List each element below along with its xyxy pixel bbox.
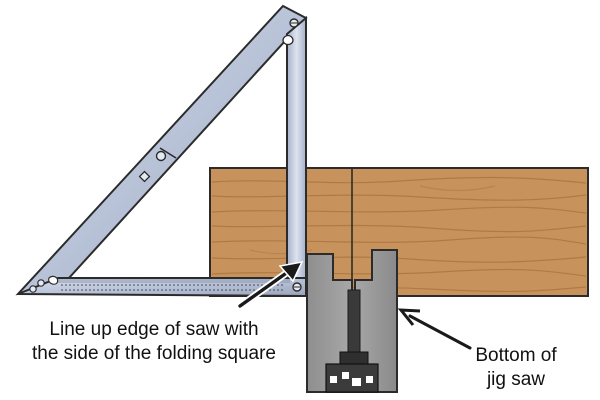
- square-hinge-line: [159, 147, 177, 159]
- jigsaw-caption-line-2: jig saw: [486, 369, 546, 390]
- jigsaw-caption-line-1: Bottom of: [475, 345, 557, 366]
- jig-saw-base: [306, 249, 398, 393]
- square-corner-screw: [37, 279, 45, 287]
- arrow-to-jigsaw-base: [397, 308, 472, 350]
- square-top-hole: [282, 34, 294, 46]
- wood-board: [209, 167, 589, 297]
- arrow-to-square-edge: [236, 261, 304, 310]
- align-caption-line-2: the side of the folding square: [31, 343, 276, 364]
- align-caption-line-1: Line up edge of saw with: [49, 319, 259, 340]
- jigsaw-caption: Bottom of jig saw: [440, 344, 592, 392]
- wood-board-body: [209, 167, 589, 297]
- square-vertical-leg: [286, 15, 307, 293]
- align-instruction-caption: Line up edge of saw with the side of the…: [8, 318, 300, 366]
- wood-grain: [211, 176, 587, 293]
- square-slot: [138, 170, 151, 183]
- jig-saw-blade-slot: [347, 289, 361, 361]
- square-rivet: [155, 150, 167, 162]
- folding-square: [15, 4, 308, 298]
